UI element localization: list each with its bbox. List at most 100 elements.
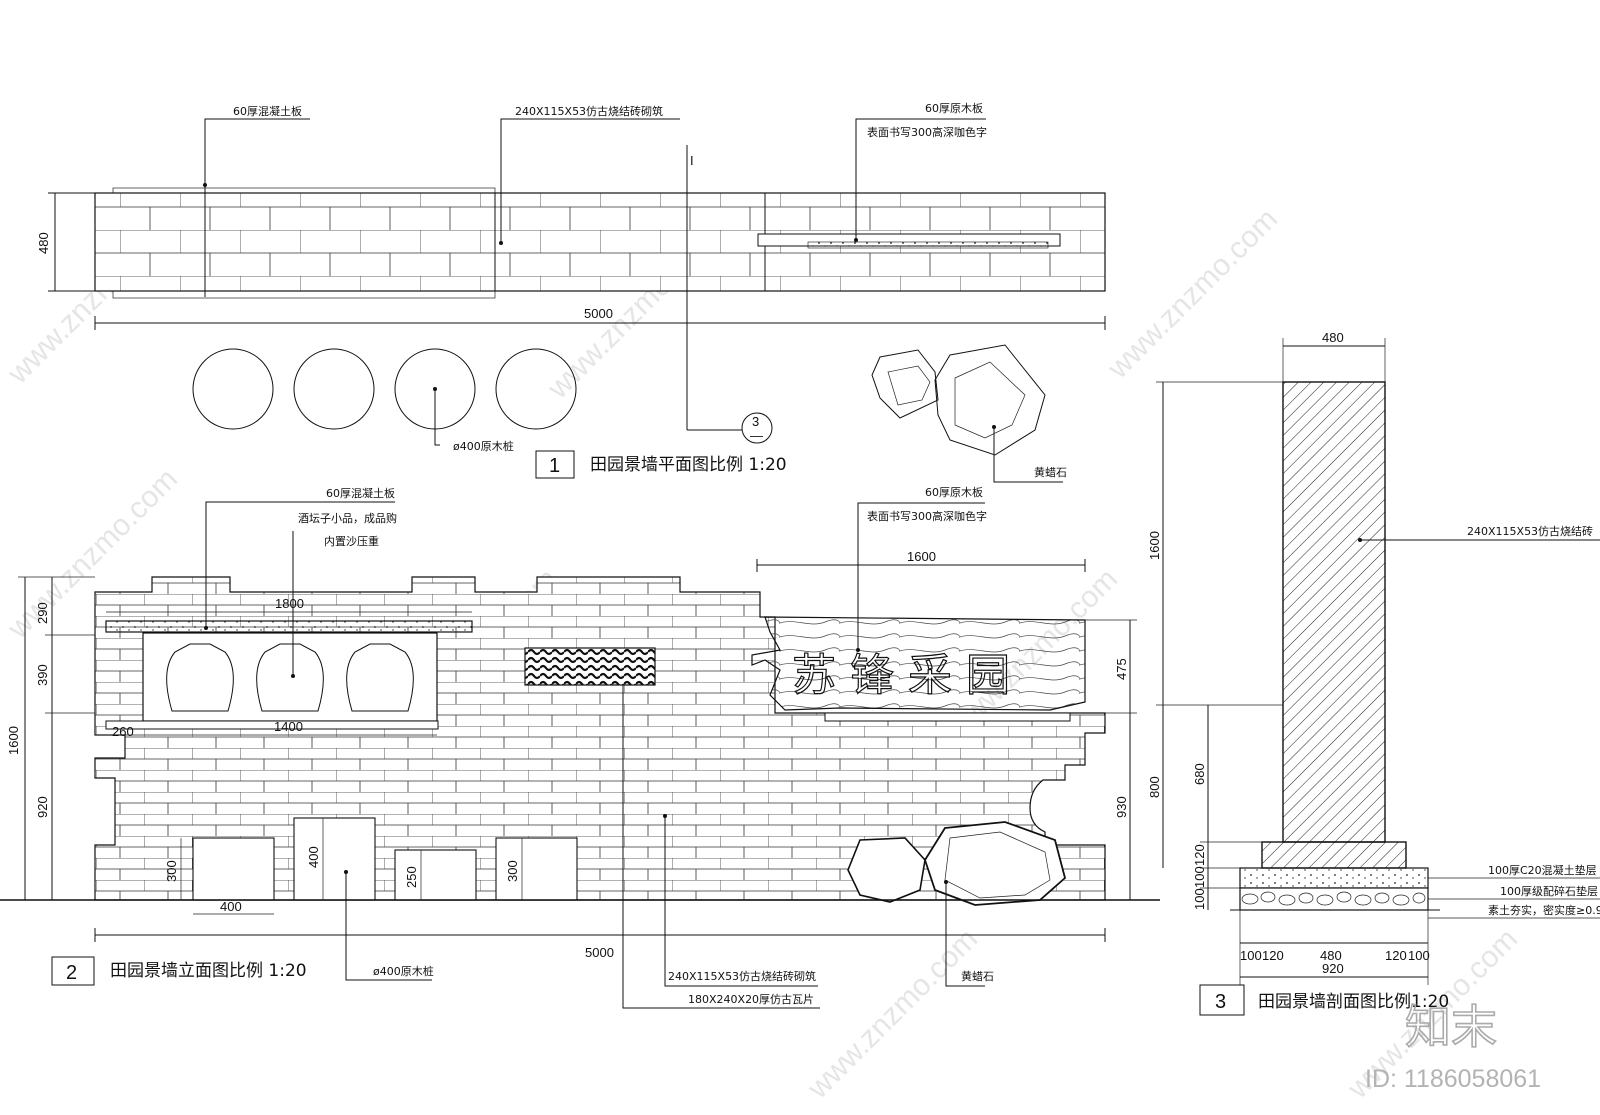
elev-label-concrete: 60厚混凝土板 (326, 486, 395, 500)
rock-outline (934, 344, 1046, 456)
sec-dim-100b: 100 (1192, 888, 1207, 910)
sec-label-brick: 240X115X53仿古烧结砖 (1467, 524, 1593, 538)
elev-dim-260: 260 (112, 724, 134, 739)
title-num-box (1199, 984, 1245, 1016)
elev-label-jar-1: 酒坛子小品，成品购 (298, 511, 397, 525)
niche-shelf (105, 720, 439, 730)
elev-dim-1400: 1400 (274, 719, 303, 734)
elev-dim-400w: 400 (220, 899, 242, 914)
leader-line (664, 816, 818, 987)
elev-dim-300a: 300 (164, 860, 179, 882)
section-c20-layer (1239, 867, 1429, 889)
sign-text: 苏 锋 采 园 (792, 650, 1010, 701)
rock-elevation (847, 837, 926, 903)
plan-brick-wall (94, 192, 1106, 292)
plan-label-wood-2: 表面书写300高深咖色字 (867, 125, 987, 139)
rock-outline-inner (954, 361, 1026, 439)
elev-dim-300b: 300 (505, 860, 520, 882)
plan-dim-height: 480 (36, 232, 51, 254)
gravel-stones (1241, 891, 1426, 906)
wine-jar (346, 643, 414, 712)
sec-dim-bot-100a: 100 (1240, 948, 1262, 963)
watermark-text: www.znzmo.com (1101, 202, 1284, 385)
sec-dim-bot-480: 480 (1320, 948, 1342, 963)
wood-stake-circle (293, 348, 375, 430)
elev-dim-1600-top: 1600 (907, 549, 936, 564)
sec-dim-920: 920 (1322, 961, 1344, 976)
sec-label-c20: 100厚C20混凝土垫层 (1488, 863, 1597, 877)
callout-sub: — (750, 428, 763, 443)
leader-dot (944, 880, 948, 884)
stake-opening (192, 837, 275, 901)
callout-circle (741, 412, 773, 444)
section-wall (1282, 381, 1386, 843)
sec-title-num: 3 (1215, 991, 1226, 1013)
rock-elevation-inner (944, 831, 1051, 899)
elev-label-brick: 240X115X53仿古烧结砖砌筑 (668, 969, 816, 983)
title-num-box (535, 450, 575, 479)
leader-dot (499, 241, 503, 245)
leader-line (993, 427, 1063, 483)
sec-dim-bot-100b: 100 (1408, 948, 1430, 963)
id-text: ID: 1186058061 (1365, 1065, 1541, 1093)
elev-dim-250: 250 (404, 866, 419, 888)
elev-dim-290: 290 (35, 602, 50, 624)
leader-line (622, 685, 820, 1009)
sec-title: 田园景墙剖面图比例1:20 (1258, 992, 1449, 1012)
leader-line (857, 502, 985, 650)
section-view: 480 1600 800 680 120 100 100 100 120 480… (1147, 330, 1600, 1016)
elev-label-tile: 180X240X20厚仿古瓦片 (688, 993, 814, 1006)
leader-dot (203, 183, 207, 187)
wine-jar (256, 643, 324, 712)
tile-panel (524, 647, 656, 686)
leader-dot (291, 674, 295, 678)
plan-label-brick: 240X115X53仿古烧结砖砌筑 (515, 104, 663, 118)
plan-wood-board-inner (807, 241, 1049, 249)
concrete-slab (105, 620, 473, 633)
wood-sign-board (751, 616, 1086, 711)
wood-stake-circle (192, 348, 274, 430)
sec-dim-800: 800 (1147, 776, 1162, 798)
elev-title-num: 2 (66, 962, 77, 984)
elev-dim-920: 920 (35, 796, 50, 818)
elevation-view: 苏 锋 采 园 60厚混凝土板 酒坛子小品，成品购 内置沙压重 60厚原木板 表… (0, 485, 1160, 1009)
rock-outline-inner (887, 365, 931, 406)
leader-dot (856, 648, 860, 652)
section-gravel-layer (1239, 887, 1429, 911)
sec-dim-120: 120 (1192, 844, 1207, 866)
sec-dim-bot-120b: 120 (1385, 948, 1407, 963)
leader-line (945, 882, 985, 987)
elev-dim-1800: 1800 (275, 596, 304, 611)
elev-dim-475: 475 (1114, 658, 1129, 680)
wood-stake-circle (495, 348, 577, 430)
plan-label-concrete: 60厚混凝土板 (233, 104, 302, 118)
sec-dim-1600: 1600 (1147, 531, 1162, 560)
leader-line (205, 501, 395, 628)
leader-line (500, 118, 680, 243)
plan-label-wood-1: 60厚原木板 (925, 101, 983, 115)
leader-line (204, 118, 310, 297)
plan-title-num: 1 (549, 455, 560, 477)
elev-label-jar-2: 内置沙压重 (324, 534, 379, 548)
leader-line (855, 118, 986, 240)
leader-dot (854, 238, 858, 242)
title-num-box (51, 956, 95, 986)
callout-num: 3 (752, 414, 759, 429)
wine-jar (166, 643, 234, 712)
sec-dim-680: 680 (1192, 763, 1207, 785)
leader-dot (433, 387, 437, 391)
sec-dim-480-top: 480 (1322, 330, 1344, 345)
plan-title: 田园景墙平面图比例 1:20 (590, 455, 787, 475)
jar-niche (142, 632, 438, 722)
elev-dim-1600-left: 1600 (6, 726, 21, 755)
sec-label-soil: 素土夯实，密实度≥0.9 (1488, 903, 1600, 917)
brand-logo: 知末 (1405, 1000, 1497, 1054)
sec-label-gravel: 100厚级配碎石垫层 (1500, 884, 1598, 898)
elev-dim-400a: 400 (306, 846, 321, 868)
plan-label-rock: 黄蜡石 (1034, 465, 1067, 479)
elev-dim-930: 930 (1114, 796, 1129, 818)
sec-dim-bot-120a: 120 (1262, 948, 1284, 963)
plan-dim-width: 5000 (584, 306, 613, 321)
elev-dim-390: 390 (35, 664, 50, 686)
